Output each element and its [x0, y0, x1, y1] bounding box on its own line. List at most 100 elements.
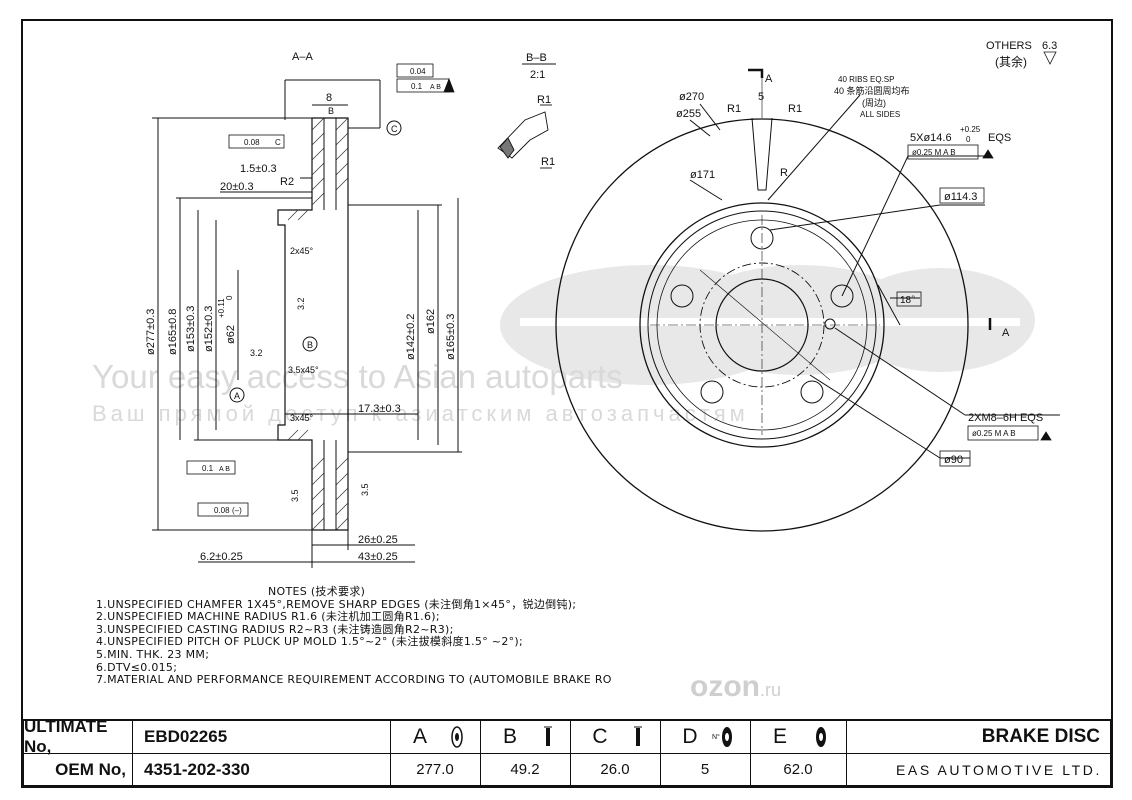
section-bb-title: B–B: [526, 52, 547, 64]
company-name: EAS AUTOMOTIVE LTD.: [895, 761, 1102, 778]
plan-view-frames: [896, 51, 1057, 467]
datum-c-label: C: [391, 124, 398, 134]
dim-153: ø153±0.3: [185, 306, 197, 352]
roughness-rest-cn: (其余): [995, 54, 1027, 69]
dim-17-3: 17.3±0.3: [358, 403, 401, 415]
section-bb-scale: 2:1: [530, 69, 545, 81]
chamfer-3-5x45: 3.5x45°: [288, 365, 319, 375]
dim-171: ø171: [690, 169, 715, 181]
note-item: 7.MATERIAL AND PERFORMANCE REQUIREMENT A…: [96, 673, 612, 687]
tol-runout-low: 0.1: [202, 464, 214, 473]
roughness-3-2-a: 3.2: [250, 348, 263, 358]
disc-height-icon: [542, 725, 562, 749]
rib-radius-r1b: R1: [788, 103, 802, 115]
dim-43: 43±0.25: [358, 551, 398, 563]
roughness-3-5-b: 3.5: [360, 483, 370, 496]
tol-runout-low-ref: A B: [219, 466, 230, 473]
tol-flatness: 0.04: [410, 67, 426, 76]
holes-position-tol: ø0.25 M A B: [912, 148, 956, 157]
oem-no-value: 4351-202-330: [144, 759, 250, 779]
note-item: 5.MIN. THK. 23 MM;: [96, 647, 210, 661]
column-d-letter: D: [682, 725, 698, 748]
disc-diameter-icon: [450, 725, 470, 749]
datum-b-label: B: [307, 340, 313, 350]
drawing-frame: [21, 19, 1113, 788]
chamfer-2x45: 2x45°: [290, 246, 314, 256]
center-bore-icon: [814, 725, 834, 749]
tol-parallel-ref: C: [275, 138, 281, 147]
rib-radius-r: R: [780, 167, 788, 179]
column-e-value: 62.0: [783, 761, 813, 778]
section-aa-view: [152, 79, 462, 568]
view-a-marker: A: [765, 73, 773, 85]
tol-runout-top-ref: A B: [430, 84, 441, 91]
column-d-value: 5: [700, 761, 710, 778]
disc-thickness-icon: [632, 725, 652, 749]
sides-note-cn: (周边): [862, 98, 886, 108]
view-a-marker-right: A: [1002, 327, 1010, 339]
holes-tol-up: +0.25: [960, 125, 981, 134]
column-c-value: 26.0: [600, 761, 630, 778]
tol-parallel: 0.08: [244, 138, 260, 147]
tol-flatness-low: 0.08: [214, 506, 230, 515]
roughness-3-5-a: 3.5: [290, 489, 300, 502]
section-bb-labels: B–B 2:1 R1 R1: [526, 52, 555, 168]
holes-spec: 5Xø14.6: [910, 132, 952, 144]
holes-tol-low: 0: [966, 135, 971, 144]
bb-radius-r1b: R1: [541, 156, 555, 168]
gdt-frames: [186, 63, 455, 517]
datum-a-label: A: [234, 391, 240, 401]
section-b-marker: B: [328, 106, 334, 116]
roughness-others: OTHERS: [986, 40, 1032, 52]
dim-142: ø142±0.2: [405, 314, 417, 360]
angle-18: 18°: [900, 295, 915, 306]
plan-view-disc: [555, 68, 1060, 532]
note-item: 1.UNSPECIFIED CHAMFER 1X45°,REMOVE SHARP…: [96, 597, 577, 611]
column-a-letter: A: [412, 725, 427, 748]
note-item: 3.UNSPECIFIED CASTING RADIUS R2~R3 (未注铸造…: [96, 622, 454, 636]
eas-watermark-logo: [500, 265, 1035, 385]
column-e-letter: E: [772, 725, 787, 748]
ribs-note-en: 40 RIBS EQ.SP: [838, 75, 894, 84]
roughness-value: 6.3: [1042, 40, 1057, 52]
dim-90: ø90: [944, 454, 963, 466]
radius-r2: R2: [280, 176, 294, 188]
watermark-line-en: Your easy access to Asian autoparts: [92, 358, 623, 395]
title-block: ULTIMATE No, EBD02265 OEM No, 4351-202-3…: [22, 717, 1112, 787]
dim-255: ø255: [676, 108, 701, 120]
rib-width-5: 5: [758, 91, 764, 103]
dim-277: ø277±0.3: [145, 309, 157, 355]
dim-62: ø62: [225, 325, 237, 344]
note-item: 6.DTV≤0.015;: [96, 660, 178, 674]
bolt-holes-icon: N°: [712, 725, 748, 749]
dim-1-5: 1.5±0.3: [240, 163, 277, 175]
dim-152: ø152±0.3: [203, 306, 215, 352]
sides-note-en: ALL SIDES: [860, 110, 900, 119]
ultimate-no-label: ULTIMATE No,: [24, 717, 108, 756]
column-a-value: 277.0: [416, 761, 454, 778]
ultimate-no-value: EBD02265: [144, 727, 228, 746]
dim-165-8: ø165±0.8: [167, 309, 179, 355]
dim-165-3: ø165±0.3: [445, 314, 457, 360]
section-bb-view: [497, 63, 556, 169]
column-b-letter: B: [502, 725, 517, 748]
bb-radius-r1a: R1: [537, 94, 551, 106]
ribs-note-cn: 40 条筋沿圆周均布: [834, 85, 910, 96]
product-name: BRAKE DISC: [981, 726, 1100, 747]
dim-162: ø162: [425, 309, 437, 334]
dim-62-tol-low: 0: [225, 295, 234, 300]
section-aa-labels: A–A 8 1.5±0.3 20±0.3 R2 2x45° 3.5x45° 3x…: [145, 51, 457, 563]
site-watermark: ozon.ru: [690, 670, 781, 703]
holes-eqs: EQS: [988, 132, 1011, 144]
column-b-value: 49.2: [510, 761, 540, 778]
note-item: 2.UNSPECIFIED MACHINE RADIUS R1.6 (未注机加工…: [96, 610, 440, 624]
column-c-letter: C: [592, 725, 608, 748]
thread-spec: 2XM8–6H EQS: [968, 412, 1043, 424]
dim-270: ø270: [679, 91, 704, 103]
thread-position-tol: ø0.25 M A B: [972, 429, 1016, 438]
tol-runout-top: 0.1: [411, 82, 423, 91]
dim-26: 26±0.25: [358, 534, 398, 546]
section-aa-title: A–A: [292, 51, 313, 63]
gdt-frame-texts: 0.04 0.1 A B 0.08 C 0.1 A B 0.08 (–): [202, 67, 441, 515]
